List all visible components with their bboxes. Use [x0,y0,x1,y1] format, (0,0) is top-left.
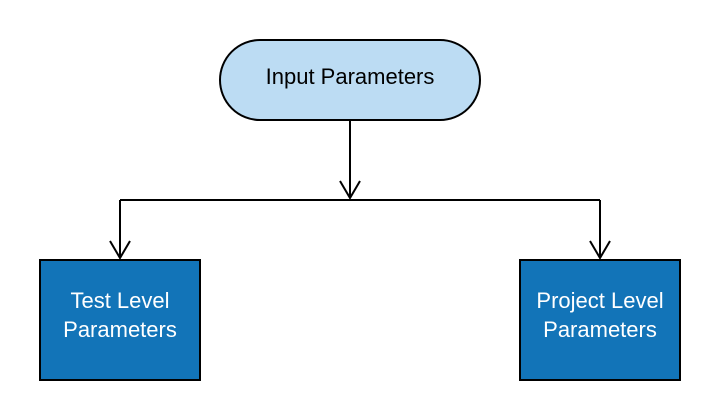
node-test-level-parameters: Test Level Parameters [39,259,201,381]
node-project-level-parameters-shape [519,259,681,381]
branch-right-arrowhead [589,240,611,260]
node-test-level-parameters-shape [39,259,201,381]
node-input-parameters-label: Input Parameters [266,64,435,89]
node-project-level-parameters: Project Level Parameters [519,259,681,381]
node-input-parameters: Input Parameters [219,39,481,121]
node-test-level-parameters-label-line1: Test Level [70,288,169,313]
node-project-level-parameters-label-line2: Parameters [543,317,657,342]
branch-left-arrowhead [109,240,131,260]
connectors [109,120,611,260]
node-input-parameters-shape [219,39,481,121]
trunk-arrowhead [339,180,361,200]
node-project-level-parameters-label-line1: Project Level [536,288,663,313]
node-test-level-parameters-label-line2: Parameters [63,317,177,342]
